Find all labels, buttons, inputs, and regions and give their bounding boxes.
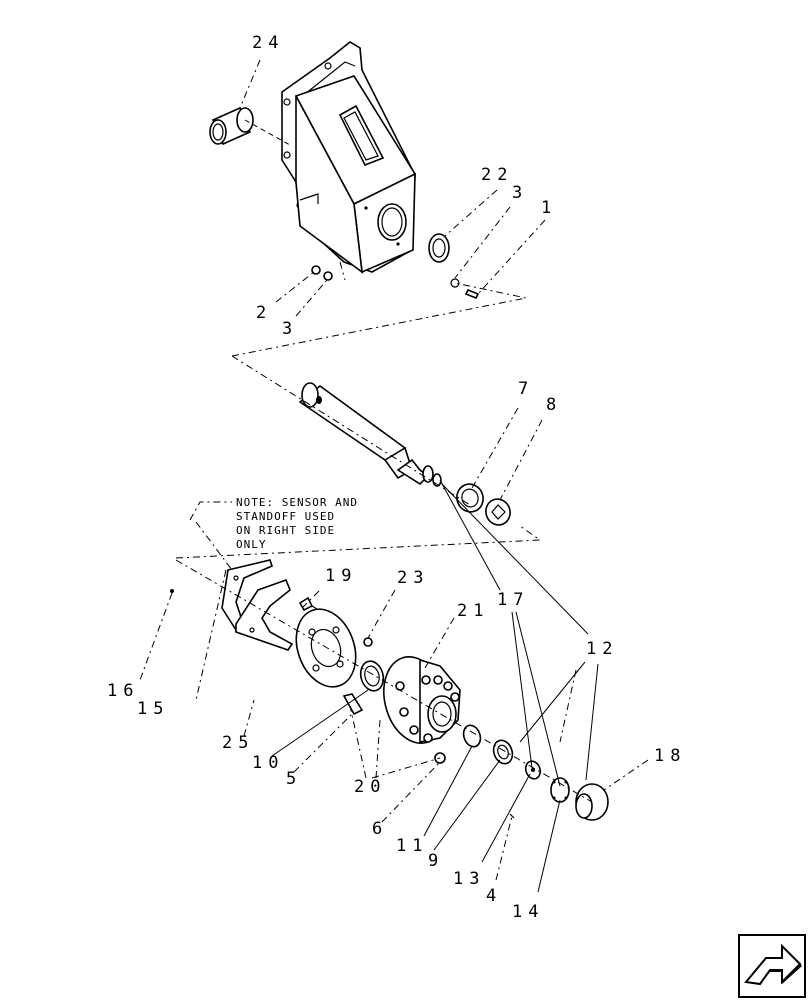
callout-3-bottom: 3 [282,319,298,339]
stud-5 [342,693,364,716]
note-line-3: ON RIGHT SIDE [236,524,335,537]
callout-21: 21 [457,601,489,621]
callout-25: 25 [222,733,254,753]
callout-11: 11 [396,836,428,856]
bearing-cup-11 [462,724,482,748]
washer-3-bolt-1 [450,278,480,300]
callout-20: 20 [354,777,386,797]
sensor-note: NOTE: SENSOR AND STANDOFF USED ON RIGHT … [189,496,358,571]
callout-15: 15 [137,699,169,719]
note-line-4: ONLY [236,538,267,551]
callout-19: 19 [325,566,357,586]
callout-8: 8 [546,395,562,415]
callout-9: 9 [428,851,444,871]
callout-12: 12 [586,639,618,659]
callout-23: 23 [397,568,429,588]
callout-14: 14 [512,902,544,922]
callout-2: 2 [256,303,272,323]
nut-23 [363,637,373,647]
callout-5: 5 [286,769,302,789]
spindle-shaft [298,382,442,487]
seal-10 [359,660,385,692]
note-line-1: NOTE: SENSOR AND [236,496,358,509]
note-line-2: STANDOFF USED [236,510,335,523]
next-page-arrow-icon[interactable] [738,934,806,998]
wheel-hub [383,655,461,745]
bushing-24 [209,106,254,146]
seal-22 [428,233,450,263]
housing-bracket [281,41,417,274]
screw-16 [170,589,174,593]
callout-4: 4 [486,886,502,906]
nut-2-washer-3 [311,265,333,281]
cotter-pin-4 [509,813,515,819]
standoff-plate-25 [235,578,294,651]
washer-13 [524,760,542,780]
callout-16: 16 [107,681,139,701]
sensor-plate-15 [221,559,273,632]
callout-17: 17 [497,590,529,610]
callout-18: 18 [654,746,686,766]
callout-7: 7 [518,379,534,399]
callout-24: 24 [252,33,284,53]
ring-8 [485,498,511,526]
callout-3-top: 3 [512,183,528,203]
callout-13: 13 [453,869,485,889]
callout-22: 22 [481,165,513,185]
disc-plate [295,608,357,688]
callout-6: 6 [372,819,388,839]
callout-10: 10 [252,753,284,773]
callout-1: 1 [541,198,557,218]
castle-nut-14 [550,777,570,803]
bearing-9 [492,739,514,765]
